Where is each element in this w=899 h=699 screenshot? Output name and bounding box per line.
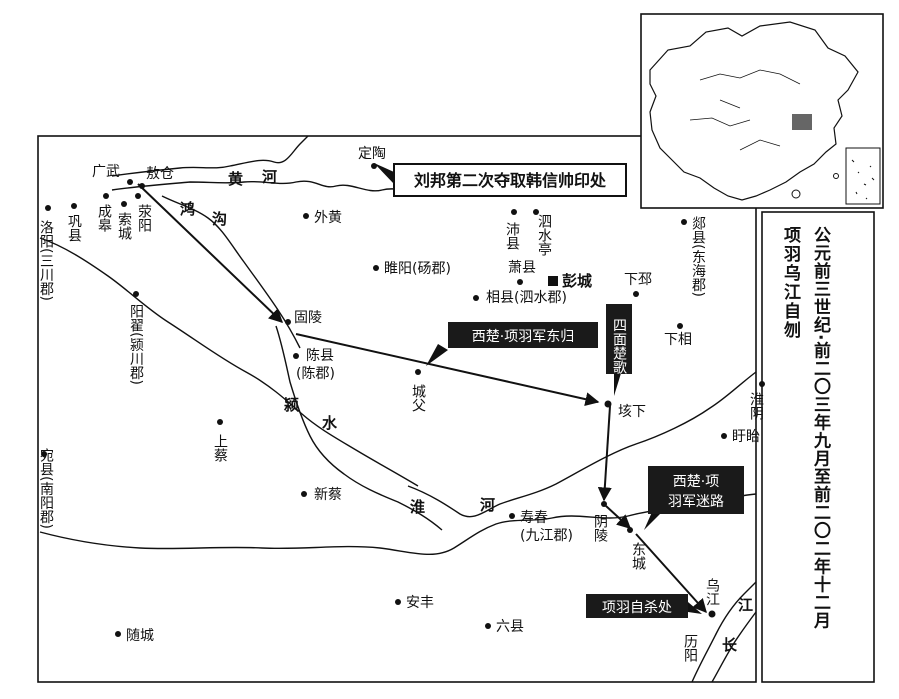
label-wujiang: 乌江: [704, 578, 720, 606]
label-gongxian: 巩县: [66, 214, 82, 242]
label-liuxian: 六县: [496, 619, 524, 635]
label-chengfu: 城父: [410, 384, 426, 412]
callout-donggui-text: 西楚·项羽军东归: [472, 328, 574, 345]
river-ying-char2: 水: [322, 414, 338, 432]
yellow-river-north-bank: [111, 135, 309, 177]
ying-river-upper: [39, 237, 419, 487]
callout-simian-text: 四面楚歌: [611, 318, 627, 374]
city-markers: [41, 163, 765, 637]
label-yinling: 阴陵: [592, 514, 608, 542]
callout-pointers: [374, 163, 702, 614]
label-shouchun-sub: (九江郡): [520, 528, 573, 544]
callout-milu-line1: 西楚·项: [673, 474, 719, 490]
china-inset-map: [640, 13, 884, 209]
label-gaixia: 垓下: [618, 404, 646, 420]
rivers: [39, 135, 757, 683]
label-chenxian-sub: (陈郡): [296, 365, 335, 382]
yellow-river-south-bank: [111, 180, 427, 194]
label-chenggao: 成皋: [96, 204, 112, 232]
route-aocang-to-guling: [137, 183, 284, 323]
callout-milu-line2: 羽军迷路: [668, 494, 724, 510]
honggou-canal: [161, 195, 301, 349]
label-peixian: 沛县: [504, 222, 520, 250]
label-xuyi: 盱眙: [732, 429, 760, 445]
callout-zisha: 项羽自杀处: [586, 594, 688, 618]
callout-liubang: 刘邦第二次夺取韩信帅印处: [393, 163, 627, 197]
label-suocheng: 索城: [116, 211, 132, 241]
callout-donggui: 西楚·项羽军东归: [448, 322, 598, 348]
callout-simian: 四面楚歌: [606, 304, 632, 374]
river-honggou-char2: 沟: [212, 210, 227, 228]
huai-river-north: [407, 371, 757, 518]
title-column-2: 公元前三世纪·前二〇三年九月至前二〇二年十二月: [810, 226, 832, 630]
callout-zisha-text: 项羽自杀处: [602, 600, 672, 616]
title-frame: [761, 211, 875, 683]
map-frame: [37, 135, 757, 683]
river-ying-char1: 颍: [283, 396, 299, 414]
label-xiaoxian: 萧县: [508, 260, 536, 276]
callout-liubang-text: 刘邦第二次夺取韩信帅印处: [414, 171, 607, 190]
callout-milu: 西楚·项 羽军迷路: [648, 466, 744, 514]
label-anfeng: 安丰: [406, 595, 434, 611]
route-gaixia-to-yinling: [597, 405, 612, 502]
route-yinling-to-dongcheng: [605, 505, 632, 529]
river-huai-char2: 河: [480, 496, 495, 514]
label-huaiyin: 淮阴: [748, 392, 764, 421]
ying-river-left: [275, 325, 443, 531]
label-suiyang: 睢阳(砀郡): [384, 261, 451, 277]
label-pengcheng: 彭城: [562, 272, 592, 290]
route-guling-to-gaixia: [295, 333, 600, 407]
river-labels: 黄 河 鸿 沟 颍 水 淮 河 长 江: [180, 168, 753, 654]
label-shouchun: 寿春: [520, 509, 548, 526]
label-xingyang: 荥阳: [136, 204, 152, 232]
label-xiaxiang: 下相: [664, 332, 692, 348]
pengcheng-square-marker: [548, 276, 558, 286]
label-aocang: 敖仓: [146, 166, 174, 182]
label-chenxian: 陈县: [306, 347, 334, 364]
label-wanxian: 宛县(南阳郡): [38, 448, 54, 529]
march-routes: [137, 183, 707, 614]
river-huanghe-char1: 黄: [228, 170, 243, 188]
label-dingtao: 定陶: [358, 146, 386, 162]
yangtze-south-bank: [711, 611, 757, 683]
river-honggou-char1: 鸿: [180, 200, 195, 218]
china-highlight-region: [792, 114, 812, 130]
yangtze-north-bank: [691, 581, 757, 683]
label-shangcai: 上蔡: [212, 434, 228, 462]
label-dongcheng: 东城: [630, 542, 646, 571]
label-xincai: 新蔡: [314, 487, 342, 503]
label-guangwu: 广武: [92, 164, 120, 180]
label-luoyang: 洛阳(三川郡): [38, 220, 54, 301]
vertical-place-labels: 洛阳(三川郡) 巩县 成皋 索城 荥阳 沛县 泗水亭 郯县(东海郡) 阳翟(颍川…: [38, 204, 764, 662]
route-dongcheng-to-wujiang: [635, 533, 707, 614]
label-tanxian: 郯县(东海郡): [690, 216, 706, 297]
label-xiapi: 下邳: [624, 272, 652, 288]
label-waihuang: 外黄: [314, 209, 342, 226]
river-chang-char1: 长: [722, 636, 738, 654]
label-liyang: 历阳: [682, 634, 698, 662]
label-sishuiting: 泗水亭: [536, 214, 552, 256]
label-guling: 固陵: [294, 310, 322, 326]
label-yangdi: 阳翟(颍川郡): [128, 304, 144, 385]
place-labels: 广武 敖仓 定陶 外黄 睢阳(砀郡) 萧县 彭城 相县(泗水郡) 下邳 下相 固…: [92, 146, 760, 644]
title-column-1: 项羽乌江自刎: [780, 226, 802, 340]
label-suicheng: 随城: [126, 628, 154, 644]
river-huanghe-char2: 河: [262, 168, 277, 186]
label-xiangxian: 相县(泗水郡): [486, 290, 567, 306]
river-huai-char1: 淮: [410, 498, 425, 516]
river-chang-char2: 江: [738, 596, 753, 614]
